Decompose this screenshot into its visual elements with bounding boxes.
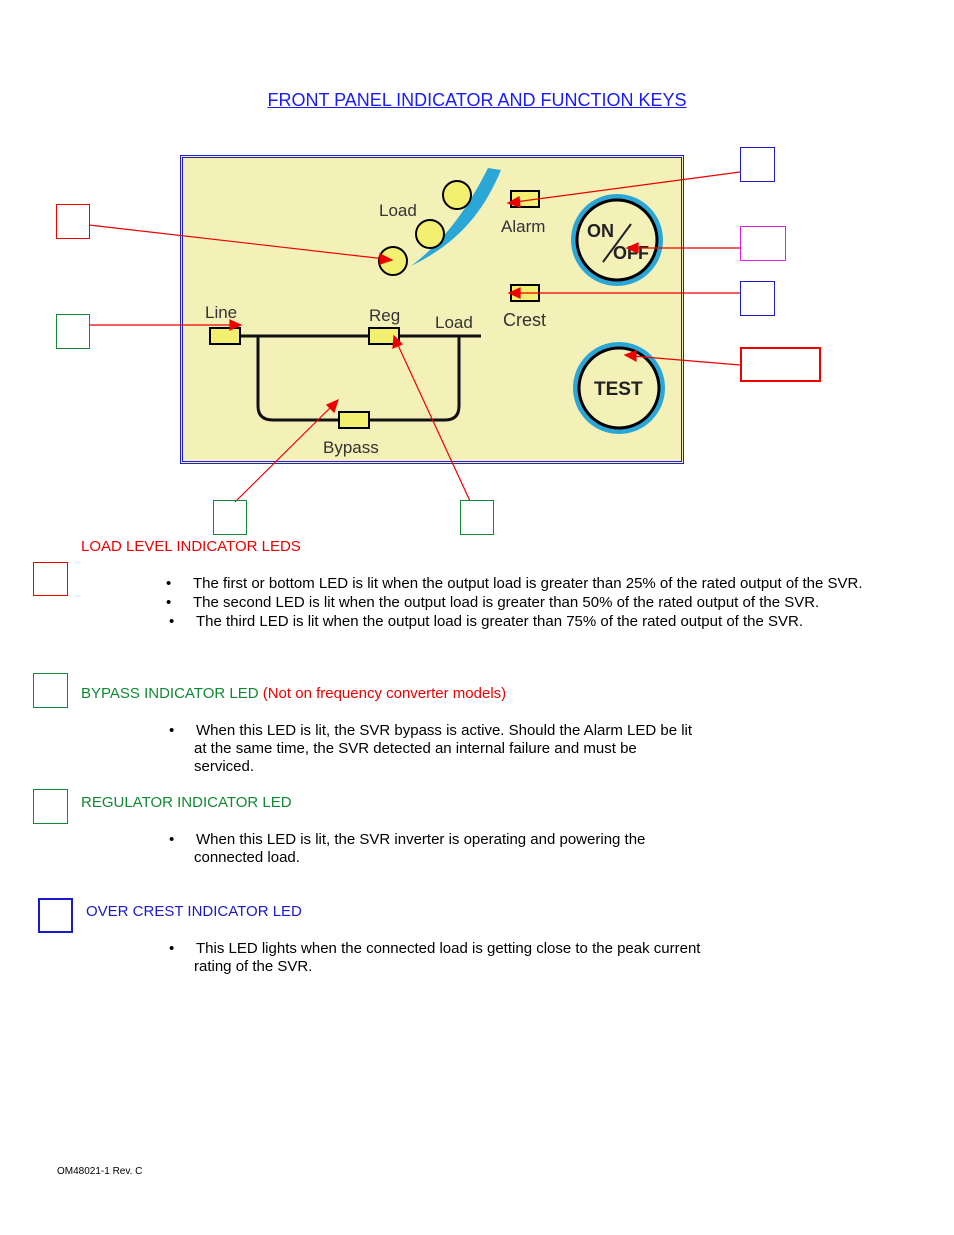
line-led xyxy=(209,327,241,345)
over-crest-heading: OVER CREST INDICATOR LED xyxy=(86,903,302,920)
alarm-label: Alarm xyxy=(501,217,545,236)
load-level-marker-box xyxy=(33,562,68,596)
document-footer: OM48021-1 Rev. C xyxy=(57,1166,143,1177)
callout-box-load-leds xyxy=(56,204,90,239)
callout-box-test xyxy=(740,347,821,382)
on-off-button xyxy=(575,198,659,282)
load-led-1 xyxy=(378,246,408,276)
bypass-heading-row: BYPASS INDICATOR LED (Not on frequency c… xyxy=(81,685,506,702)
line-label: Line xyxy=(205,303,237,322)
bypass-label: Bypass xyxy=(323,438,379,457)
regulator-heading: REGULATOR INDICATOR LED xyxy=(81,794,292,811)
load-level-heading: LOAD LEVEL INDICATOR LEDS xyxy=(81,538,301,555)
load-label: Load xyxy=(379,201,417,220)
crest-label: Crest xyxy=(503,310,546,330)
callout-arrows xyxy=(88,171,741,503)
callout-box-alarm-led xyxy=(740,147,775,182)
callout-box-reg-led xyxy=(460,500,494,535)
bypass-heading: BYPASS INDICATOR LED xyxy=(81,685,259,702)
reg-led xyxy=(368,327,400,345)
on-label: ON xyxy=(587,221,614,241)
swoosh-graphic xyxy=(411,168,501,266)
test-button xyxy=(577,346,661,430)
test-label: TEST xyxy=(594,379,643,400)
reg-label: Reg xyxy=(369,306,400,325)
load-led-2 xyxy=(415,219,445,249)
callout-box-bypass-led xyxy=(213,500,247,535)
load-output-label: Load xyxy=(435,313,473,332)
over-crest-marker-box xyxy=(38,898,73,933)
bypass-led xyxy=(338,411,370,429)
load-led-3 xyxy=(442,180,472,210)
callout-box-on-off xyxy=(740,226,786,261)
bypass-note: (Not on frequency converter models) xyxy=(262,685,507,702)
bypass-marker-box xyxy=(33,673,68,708)
callout-box-crest-led xyxy=(740,281,775,316)
page-title: FRONT PANEL INDICATOR AND FUNCTION KEYS xyxy=(267,90,687,110)
front-panel-diagram: Load Alarm ON OFF Crest Line Reg Load By… xyxy=(180,155,684,464)
callout-box-line-led xyxy=(56,314,90,349)
regulator-marker-box xyxy=(33,789,68,824)
